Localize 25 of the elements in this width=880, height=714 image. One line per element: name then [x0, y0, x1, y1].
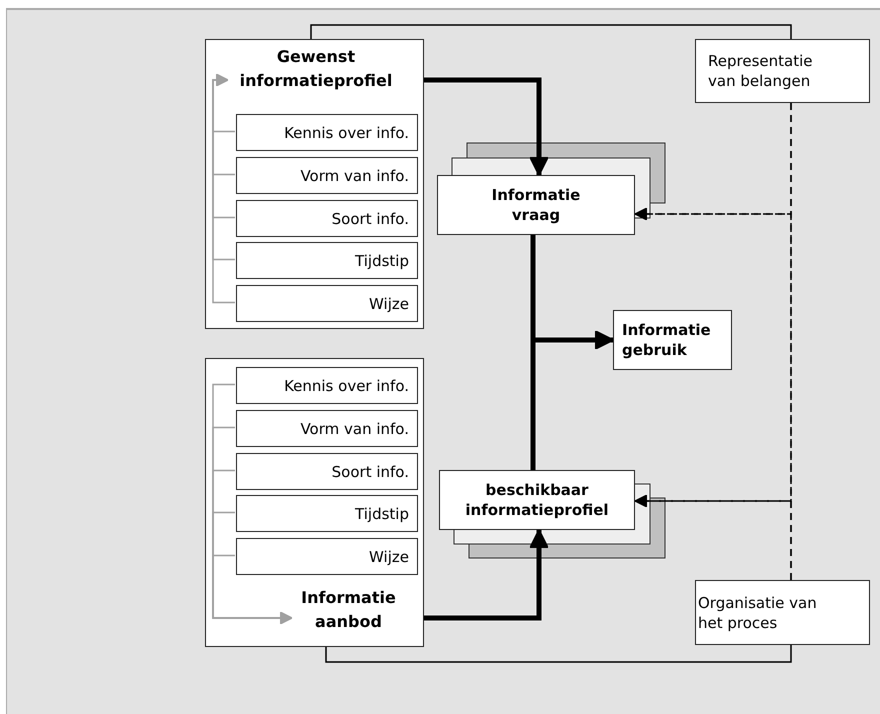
- dashed-arrow: [634, 494, 792, 580]
- attribute-box: Vorm van info.: [236, 410, 418, 447]
- attribute-box: Wijze: [236, 285, 418, 322]
- panel-heading: Informatie aanbod: [300, 587, 397, 633]
- note-box: Organisatie van het proces: [695, 580, 870, 645]
- arrow: [424, 78, 549, 176]
- attribute-box: Soort info.: [236, 453, 418, 490]
- arrow: [424, 529, 549, 620]
- attribute-box: Kennis over info.: [236, 367, 418, 404]
- attribute-box: Tijdstip: [236, 495, 418, 532]
- attribute-box: Kennis over info.: [236, 114, 418, 151]
- process-box: Informatie gebruik: [613, 310, 732, 370]
- attribute-box: Soort info.: [236, 200, 418, 237]
- attribute-box: Wijze: [236, 538, 418, 575]
- connector-line: [325, 645, 792, 663]
- note-box: Representatie van belangen: [695, 39, 870, 103]
- panel: [205, 39, 424, 329]
- arrow: [212, 73, 235, 304]
- panel-heading: Gewenst informatieprofiel: [238, 46, 394, 92]
- attribute-box: Tijdstip: [236, 242, 418, 279]
- process-box: Informatie vraag: [437, 175, 635, 235]
- connector-line: [310, 24, 792, 39]
- attribute-box: Vorm van info.: [236, 157, 418, 194]
- panel: [205, 358, 424, 647]
- process-box: beschikbaar informatieprofiel: [439, 470, 635, 530]
